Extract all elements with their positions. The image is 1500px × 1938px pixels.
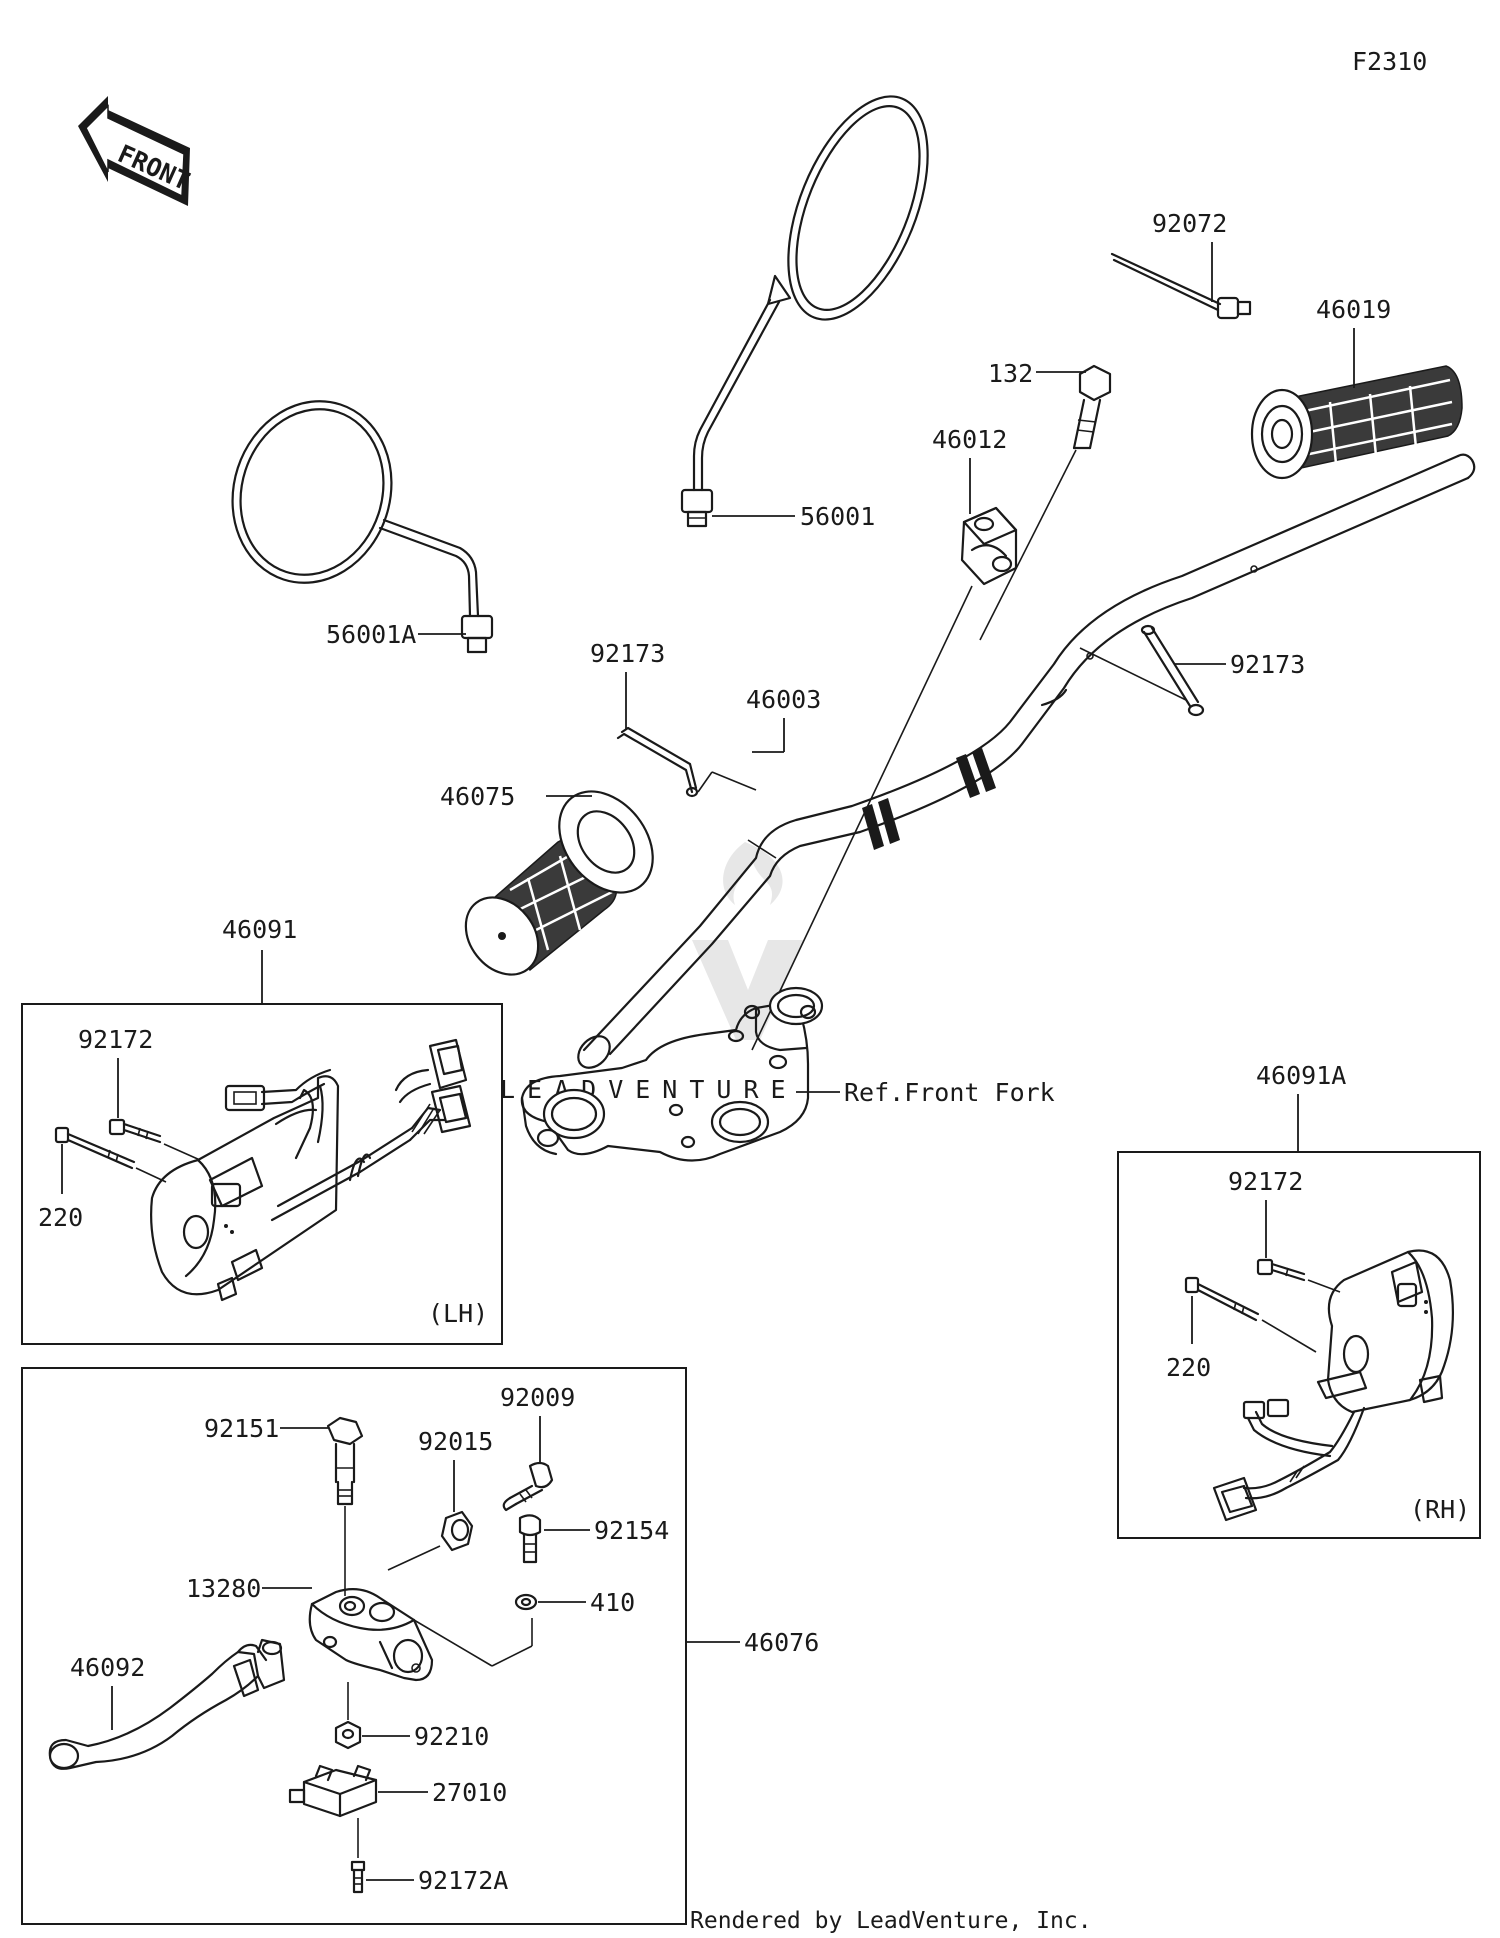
- switch-rh[interactable]: [1212, 1249, 1454, 1522]
- lever-bolt-adjuster[interactable]: [502, 1461, 554, 1512]
- label-pin-right[interactable]: 92173: [1230, 650, 1305, 679]
- lever-nut-top[interactable]: [440, 1510, 474, 1552]
- lever-switch-screw[interactable]: [350, 1860, 366, 1894]
- label-grip-left[interactable]: 46075: [440, 782, 515, 811]
- front-fork-bracket: [520, 986, 824, 1162]
- diagram-code: F2310: [1352, 47, 1427, 76]
- label-lever-switch[interactable]: 27010: [432, 1778, 507, 1807]
- label-lever-nut-top[interactable]: 92015: [418, 1427, 493, 1456]
- footer-credit: Rendered by LeadVenture, Inc.: [690, 1908, 1092, 1934]
- pin-right[interactable]: [1140, 624, 1205, 717]
- lever-washer[interactable]: [514, 1593, 538, 1611]
- label-lever-screw[interactable]: 92154: [594, 1516, 669, 1545]
- label-lever-holder[interactable]: 13280: [186, 1574, 261, 1603]
- mirror-right[interactable]: [680, 77, 956, 528]
- watermark-text: LEADVENTURE: [500, 1075, 798, 1104]
- label-bolt-132[interactable]: 132: [988, 359, 1033, 388]
- clamp-tie[interactable]: [1110, 252, 1252, 320]
- pin-left[interactable]: [616, 726, 699, 798]
- label-mirror-right[interactable]: 56001: [800, 502, 875, 531]
- label-lever[interactable]: 46092: [70, 1653, 145, 1682]
- switch-rh-bolt[interactable]: [1184, 1276, 1260, 1322]
- label-switch-lh-screw[interactable]: 92172: [78, 1025, 153, 1054]
- lever-frame: [21, 1367, 687, 1925]
- mirror-left[interactable]: [209, 380, 494, 654]
- lever-switch[interactable]: [288, 1764, 378, 1818]
- label-lever-switch-screw[interactable]: 92172A: [418, 1866, 508, 1895]
- label-grip-right[interactable]: 46019: [1316, 295, 1391, 324]
- watermark-flame-icon: [723, 842, 783, 905]
- label-switch-lh-bolt[interactable]: 220: [38, 1203, 83, 1232]
- label-lever-washer[interactable]: 410: [590, 1588, 635, 1617]
- label-switch-rh-bolt[interactable]: 220: [1166, 1353, 1211, 1382]
- lever[interactable]: [48, 1638, 286, 1770]
- front-arrow-icon: FRONT: [78, 96, 194, 206]
- label-pin-left[interactable]: 92173: [590, 639, 665, 668]
- label-switch-lh-assy[interactable]: 46091: [222, 915, 297, 944]
- label-switch-lh-side: (LH): [428, 1299, 488, 1328]
- switch-lh-screw[interactable]: [108, 1118, 162, 1144]
- lever-holder[interactable]: [308, 1587, 434, 1682]
- label-lever-nut[interactable]: 92210: [414, 1722, 489, 1751]
- label-mirror-left[interactable]: 56001A: [326, 620, 416, 649]
- handlebar[interactable]: [572, 453, 1476, 1074]
- label-lever-bolt-adjuster[interactable]: 92009: [500, 1383, 575, 1412]
- grip-left[interactable]: [451, 773, 672, 989]
- switch-lh-bolt[interactable]: [54, 1126, 136, 1170]
- switch-lh-frame: [21, 1003, 503, 1345]
- lever-screw[interactable]: [518, 1514, 542, 1564]
- watermark: LEADVENTURE: [500, 842, 804, 1104]
- bolt-132[interactable]: [1072, 364, 1112, 450]
- label-holder-upper[interactable]: 46012: [932, 425, 1007, 454]
- label-switch-rh-assy[interactable]: 46091A: [1256, 1061, 1346, 1090]
- label-clamp-tie[interactable]: 92072: [1152, 209, 1227, 238]
- lever-bolt[interactable]: [326, 1416, 364, 1506]
- label-switch-rh-screw[interactable]: 92172: [1228, 1167, 1303, 1196]
- switch-lh[interactable]: [150, 1038, 472, 1302]
- label-front-fork-ref[interactable]: Ref.Front Fork: [844, 1078, 1055, 1107]
- watermark-v-icon: [692, 940, 804, 1040]
- label-lever-bolt[interactable]: 92151: [204, 1414, 279, 1443]
- label-switch-rh-side: (RH): [1410, 1495, 1470, 1524]
- holder-upper[interactable]: [960, 506, 1018, 586]
- switch-rh-screw[interactable]: [1256, 1258, 1306, 1282]
- label-lever-assy[interactable]: 46076: [744, 1628, 819, 1657]
- switch-rh-frame: [1117, 1151, 1481, 1539]
- grip-right[interactable]: [1250, 365, 1463, 480]
- lever-nut[interactable]: [334, 1720, 362, 1750]
- label-handlebar[interactable]: 46003: [746, 685, 821, 714]
